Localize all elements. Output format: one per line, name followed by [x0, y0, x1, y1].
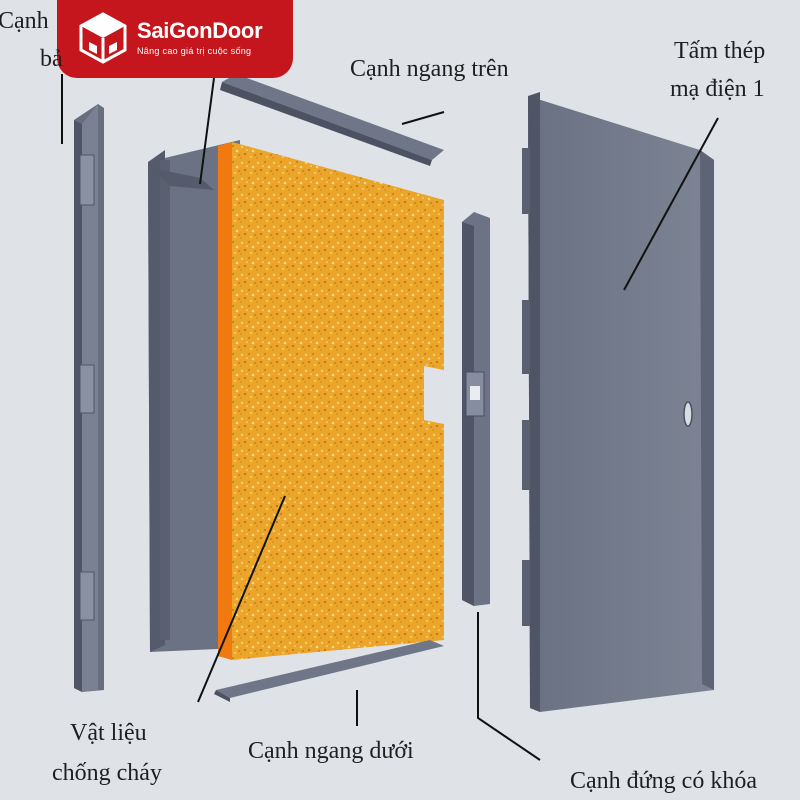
leader-top-rail [401, 111, 445, 125]
brand-tagline: Nâng cao giá trị cuộc sống [137, 46, 252, 56]
leader-lines [61, 74, 719, 761]
leader-steel-sheet [623, 117, 719, 291]
fire-core [218, 142, 444, 660]
leader-top-to-pan [199, 77, 215, 185]
label-steel-sheet-line1: Tấm thép [674, 38, 766, 64]
lock-stile [462, 212, 490, 606]
brand-name: SaiGonDoor [137, 18, 263, 43]
cube-logo-icon [79, 12, 127, 64]
label-fire-material-line2: chống cháy [52, 760, 162, 786]
label-fire-material-line1: Vật liệu [70, 720, 147, 746]
label-top-left-line2: bả [40, 46, 63, 72]
leader-lock-stile [477, 612, 541, 761]
label-top-rail: Cạnh ngang trên [350, 56, 509, 82]
label-top-left-line1: Cạnh [0, 8, 49, 34]
top-rail [220, 74, 444, 166]
label-bottom-rail: Cạnh ngang dưới [248, 738, 414, 764]
bottom-rail [214, 640, 444, 702]
brand-logo: SaiGonDoor Nâng cao giá trị cuộc sống [57, 0, 293, 78]
left-stile [74, 104, 104, 692]
label-lock-stile: Cạnh đứng có khóa [570, 768, 757, 794]
steel-sheet [522, 92, 714, 712]
back-pan [148, 140, 240, 652]
label-steel-sheet-line2: mạ điện 1 [670, 76, 765, 102]
leader-fire-material [197, 495, 286, 703]
